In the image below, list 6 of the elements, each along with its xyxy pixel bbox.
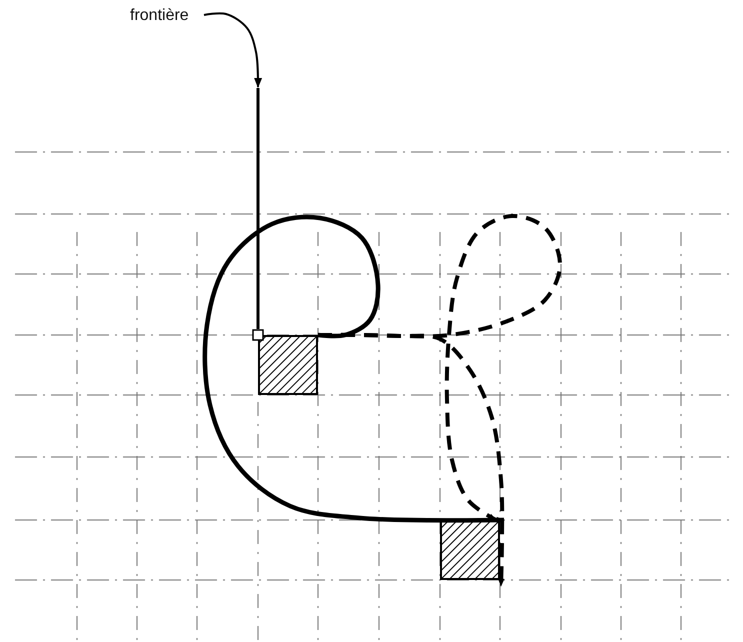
boundary-label: frontière — [130, 6, 202, 28]
hatched-square — [440, 520, 500, 580]
leader-arrow — [204, 12, 262, 88]
hatched-square — [258, 335, 318, 395]
path-arrow — [202, 214, 505, 524]
boundary-line — [256, 88, 260, 329]
